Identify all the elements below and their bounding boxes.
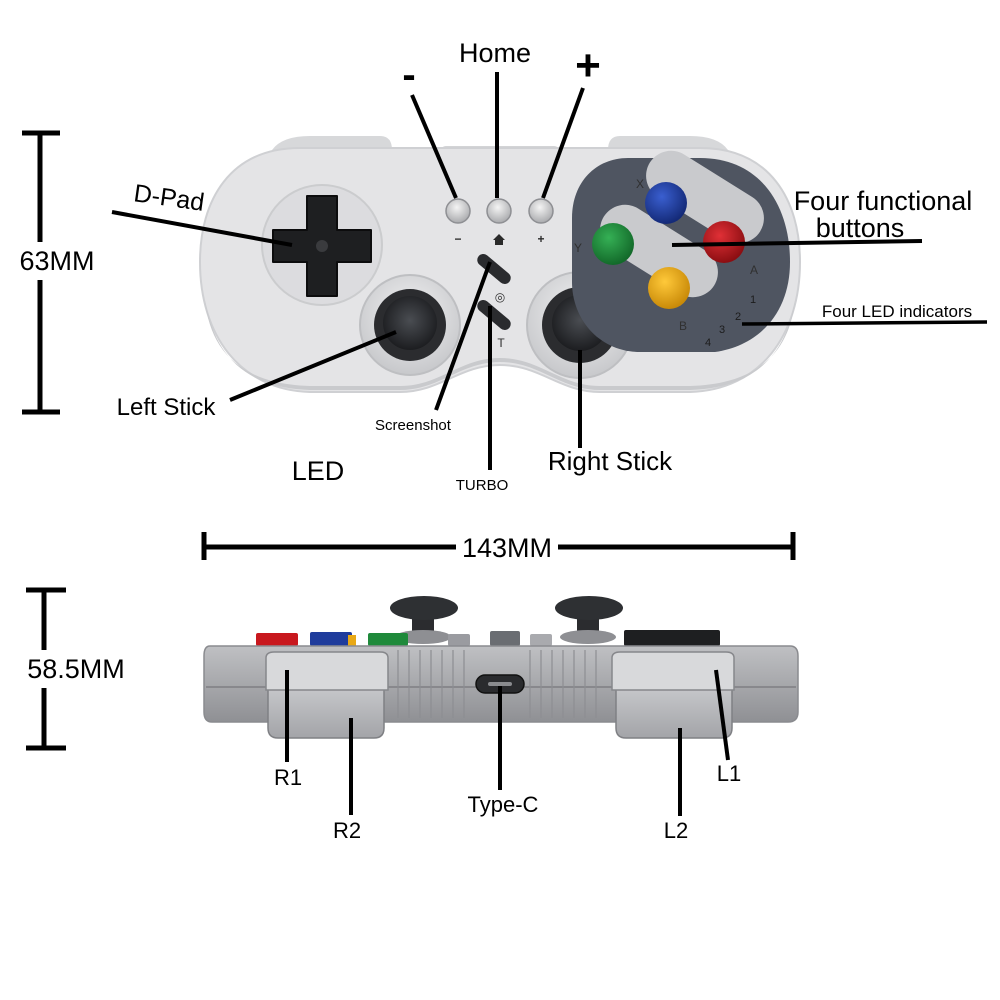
side-red-button	[256, 633, 298, 646]
type-c-label: Type-C	[468, 792, 539, 817]
left-stick[interactable]	[359, 274, 461, 376]
dim-58-gap	[14, 650, 130, 688]
turbo-label: TURBO	[456, 477, 509, 494]
r2-trigger[interactable]	[267, 687, 385, 739]
dpad[interactable]	[272, 195, 372, 297]
l2-label: L2	[664, 818, 688, 843]
side-dpad-edge	[624, 630, 720, 646]
r1-trigger[interactable]	[265, 651, 389, 691]
dim-63-label: 63MM	[19, 246, 94, 276]
dim-143-label: 143MM	[462, 533, 552, 563]
plus-leader	[541, 87, 585, 199]
side-left-stick-base	[395, 630, 451, 644]
led-2: 2	[735, 311, 741, 323]
minus-leader	[410, 94, 458, 199]
r2-label: R2	[333, 818, 361, 843]
width-dimension: 143MM	[201, 530, 796, 564]
screenshot-leader	[434, 261, 492, 411]
a-letter: A	[750, 263, 758, 277]
side-green-button	[368, 633, 408, 646]
face-buttons-label-2: buttons	[816, 213, 905, 243]
x-letter: X	[636, 177, 644, 191]
face-buttons-leader	[671, 239, 923, 247]
side-blue-button	[310, 632, 352, 646]
side-right-stick-base	[560, 630, 616, 644]
led-indicators-label: Four LED indicators	[822, 302, 972, 321]
b-letter: B	[679, 319, 687, 333]
home-button-cap	[486, 198, 512, 224]
side-right-stick	[555, 596, 623, 644]
l1-label: L1	[717, 761, 741, 786]
plus-label: +	[575, 41, 601, 90]
left-shoulder-bump	[272, 136, 392, 150]
led-3: 3	[719, 324, 725, 336]
screenshot-glyph: ◎	[495, 290, 505, 304]
side-right-stick-cap	[555, 596, 623, 620]
side-left-stick	[390, 596, 458, 644]
left-stick-label: Left Stick	[117, 394, 217, 421]
led-label: LED	[292, 456, 345, 486]
usb-c-tongue	[488, 682, 512, 686]
side-left-stick-cap	[390, 596, 458, 620]
side-yellow-sliver	[348, 635, 356, 646]
minus-button-cap	[445, 198, 471, 224]
dim-63-gap	[12, 242, 102, 280]
left-stick-leader	[229, 330, 397, 402]
l1-leader	[714, 669, 730, 761]
body-shading	[205, 300, 795, 390]
yb-channel	[600, 204, 718, 298]
home-icon	[493, 234, 505, 245]
led-4: 4	[705, 337, 711, 349]
screenshot-label: Screenshot	[375, 417, 452, 434]
dpad-center	[316, 240, 328, 252]
left-stick-cap	[383, 296, 437, 350]
side-small-grey-1	[448, 634, 470, 646]
side-ribs	[397, 650, 597, 718]
dim-58-label: 58.5MM	[27, 654, 125, 684]
led-1: 1	[750, 294, 756, 306]
minus-label: -	[402, 53, 415, 97]
y-button[interactable]	[592, 223, 634, 265]
minus-glyph: −	[454, 232, 461, 246]
screenshot-button[interactable]	[475, 252, 513, 287]
dpad-leader	[111, 210, 293, 247]
l2-trigger[interactable]	[615, 687, 733, 739]
plus-button[interactable]: +	[528, 198, 554, 246]
front-annotations: 63MM - Home + D-Pad Four functional butt…	[12, 38, 988, 494]
front-view: − + ◎ T X A Y B 1 2 3 4	[198, 136, 802, 393]
plus-button-cap	[528, 198, 554, 224]
turbo-glyph: T	[497, 336, 505, 350]
side-parts	[265, 651, 735, 739]
home-label: Home	[459, 38, 531, 68]
side-small-grey-3	[530, 634, 552, 646]
l1-trigger[interactable]	[611, 651, 735, 691]
side-annotations: 58.5MM R1 R2 Type-C L1 L2	[14, 587, 741, 843]
dim-143-gap	[456, 530, 558, 564]
r1-label: R1	[274, 765, 302, 790]
a-button[interactable]	[703, 221, 745, 263]
xa-channel	[646, 150, 764, 244]
right-shoulder-bump	[608, 136, 728, 150]
x-button[interactable]	[645, 182, 687, 224]
led-indicators-leader	[741, 320, 988, 326]
y-letter: Y	[574, 241, 582, 255]
right-stick-label: Right Stick	[548, 446, 673, 476]
side-small-grey-2	[490, 631, 520, 646]
turbo-button[interactable]	[475, 298, 513, 333]
minus-button[interactable]: −	[445, 198, 471, 246]
face-buttons-label-1: Four functional	[794, 186, 973, 216]
b-button[interactable]	[648, 267, 690, 309]
dpad-label: D-Pad	[132, 179, 206, 217]
plus-glyph: +	[537, 232, 544, 246]
home-button[interactable]	[486, 198, 512, 245]
